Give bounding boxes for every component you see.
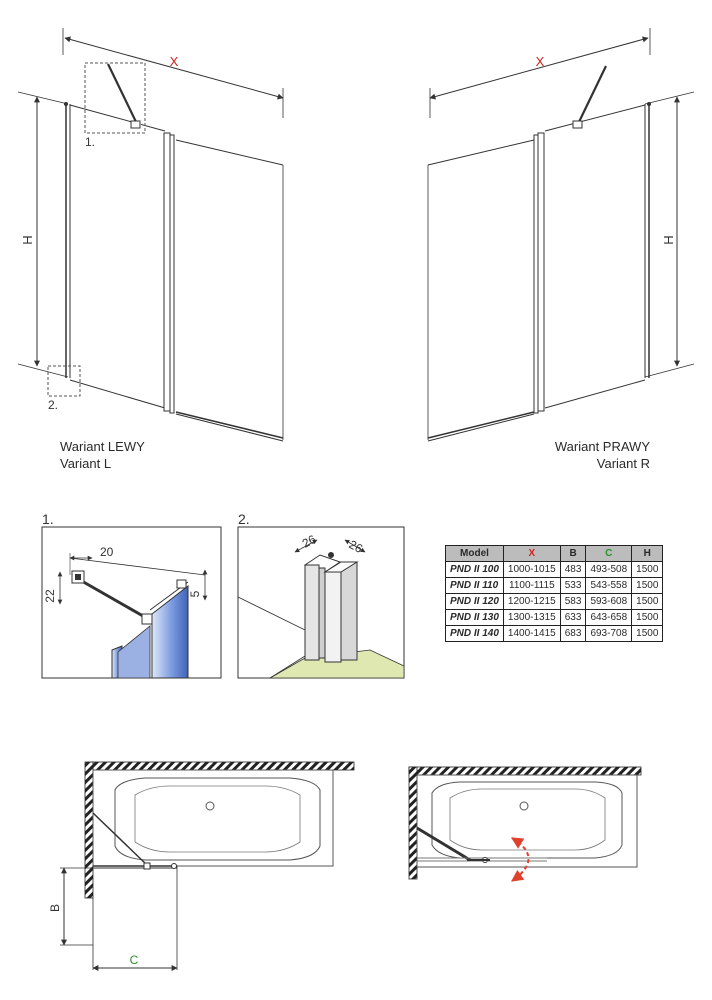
table-row: PND II 120 1200-1215 583 593-608 1500 <box>445 593 664 610</box>
table-row: PND II 130 1300-1315 633 643-658 1500 <box>445 609 664 626</box>
plan-right-view <box>408 766 642 882</box>
cell-b: 683 <box>559 625 587 642</box>
cell-b: 533 <box>559 577 587 594</box>
cell-h: 1500 <box>631 561 664 578</box>
plan-dim-b: B <box>48 904 62 912</box>
cell-x: 1200-1215 <box>502 593 561 610</box>
plan-dim-c: C <box>130 953 139 967</box>
cell-x: 1000-1015 <box>502 561 561 578</box>
table-header-row: Model X B C H <box>445 545 664 562</box>
cell-model: PND II 120 <box>445 593 504 610</box>
detail-2-dim-a: 26 <box>300 532 319 551</box>
detail-1-tag: 1. <box>85 135 95 149</box>
cell-h: 1500 <box>631 625 664 642</box>
cell-h: 1500 <box>631 593 664 610</box>
caption-variant-left-line1: Wariant LEWY <box>60 439 145 454</box>
detail-1-dim-right: 5 <box>188 590 202 597</box>
cell-c: 593-608 <box>585 593 633 610</box>
cell-model: PND II 140 <box>445 625 504 642</box>
dim-h-label-left: H <box>20 235 35 244</box>
variant-left-view: X H 1. 2. <box>17 28 284 442</box>
dim-x-label-right: X <box>536 54 545 69</box>
cell-c: 693-708 <box>585 625 633 642</box>
table-row: PND II 100 1000-1015 483 493-508 1500 <box>445 561 664 578</box>
cell-model: PND II 130 <box>445 609 504 626</box>
cell-c: 643-658 <box>585 609 633 626</box>
detail-1-title: 1. <box>42 511 54 527</box>
cell-x: 1300-1315 <box>502 609 561 626</box>
cell-model: PND II 110 <box>445 577 504 594</box>
table-row: PND II 140 1400-1415 683 693-708 1500 <box>445 625 664 642</box>
model-dimension-table: Model X B C H PND II 100 1000-1015 483 4… <box>445 545 664 642</box>
detail-2-view: 2. 26 26 <box>237 511 405 679</box>
detail-2-title: 2. <box>238 511 250 527</box>
plan-left-view: B C <box>48 761 355 971</box>
detail-2-tag: 2. <box>48 398 58 412</box>
col-header-x: X <box>502 545 561 562</box>
detail-1-dim-left: 22 <box>43 589 57 603</box>
cell-h: 1500 <box>631 609 664 626</box>
cell-c: 543-558 <box>585 577 633 594</box>
caption-variant-right: Wariant PRAWY Variant R <box>555 438 650 472</box>
detail-2-dim-b: 26 <box>347 537 366 556</box>
cell-h: 1500 <box>631 577 664 594</box>
table-row: PND II 110 1100-1115 533 543-558 1500 <box>445 577 664 594</box>
variant-right-view: X H <box>427 28 695 442</box>
col-header-h: H <box>631 545 664 562</box>
cell-model: PND II 100 <box>445 561 504 578</box>
dim-x-label-left: X <box>170 54 179 69</box>
col-header-model: Model <box>445 545 504 562</box>
caption-variant-left: Wariant LEWY Variant L <box>60 438 145 472</box>
dim-h-label-right: H <box>661 235 676 244</box>
cell-x: 1100-1115 <box>502 577 561 594</box>
cell-b: 483 <box>559 561 587 578</box>
cell-b: 633 <box>559 609 587 626</box>
caption-variant-right-line2: Variant R <box>596 456 650 471</box>
detail-1-dim-top: 20 <box>100 545 114 559</box>
cell-x: 1400-1415 <box>502 625 561 642</box>
col-header-c: C <box>585 545 633 562</box>
caption-variant-right-line1: Wariant PRAWY <box>554 439 650 454</box>
caption-variant-left-line2: Variant L <box>60 456 112 471</box>
cell-c: 493-508 <box>585 561 633 578</box>
col-header-b: B <box>559 545 587 562</box>
detail-1-view: 1. 20 22 5 <box>41 511 222 679</box>
cell-b: 583 <box>559 593 587 610</box>
